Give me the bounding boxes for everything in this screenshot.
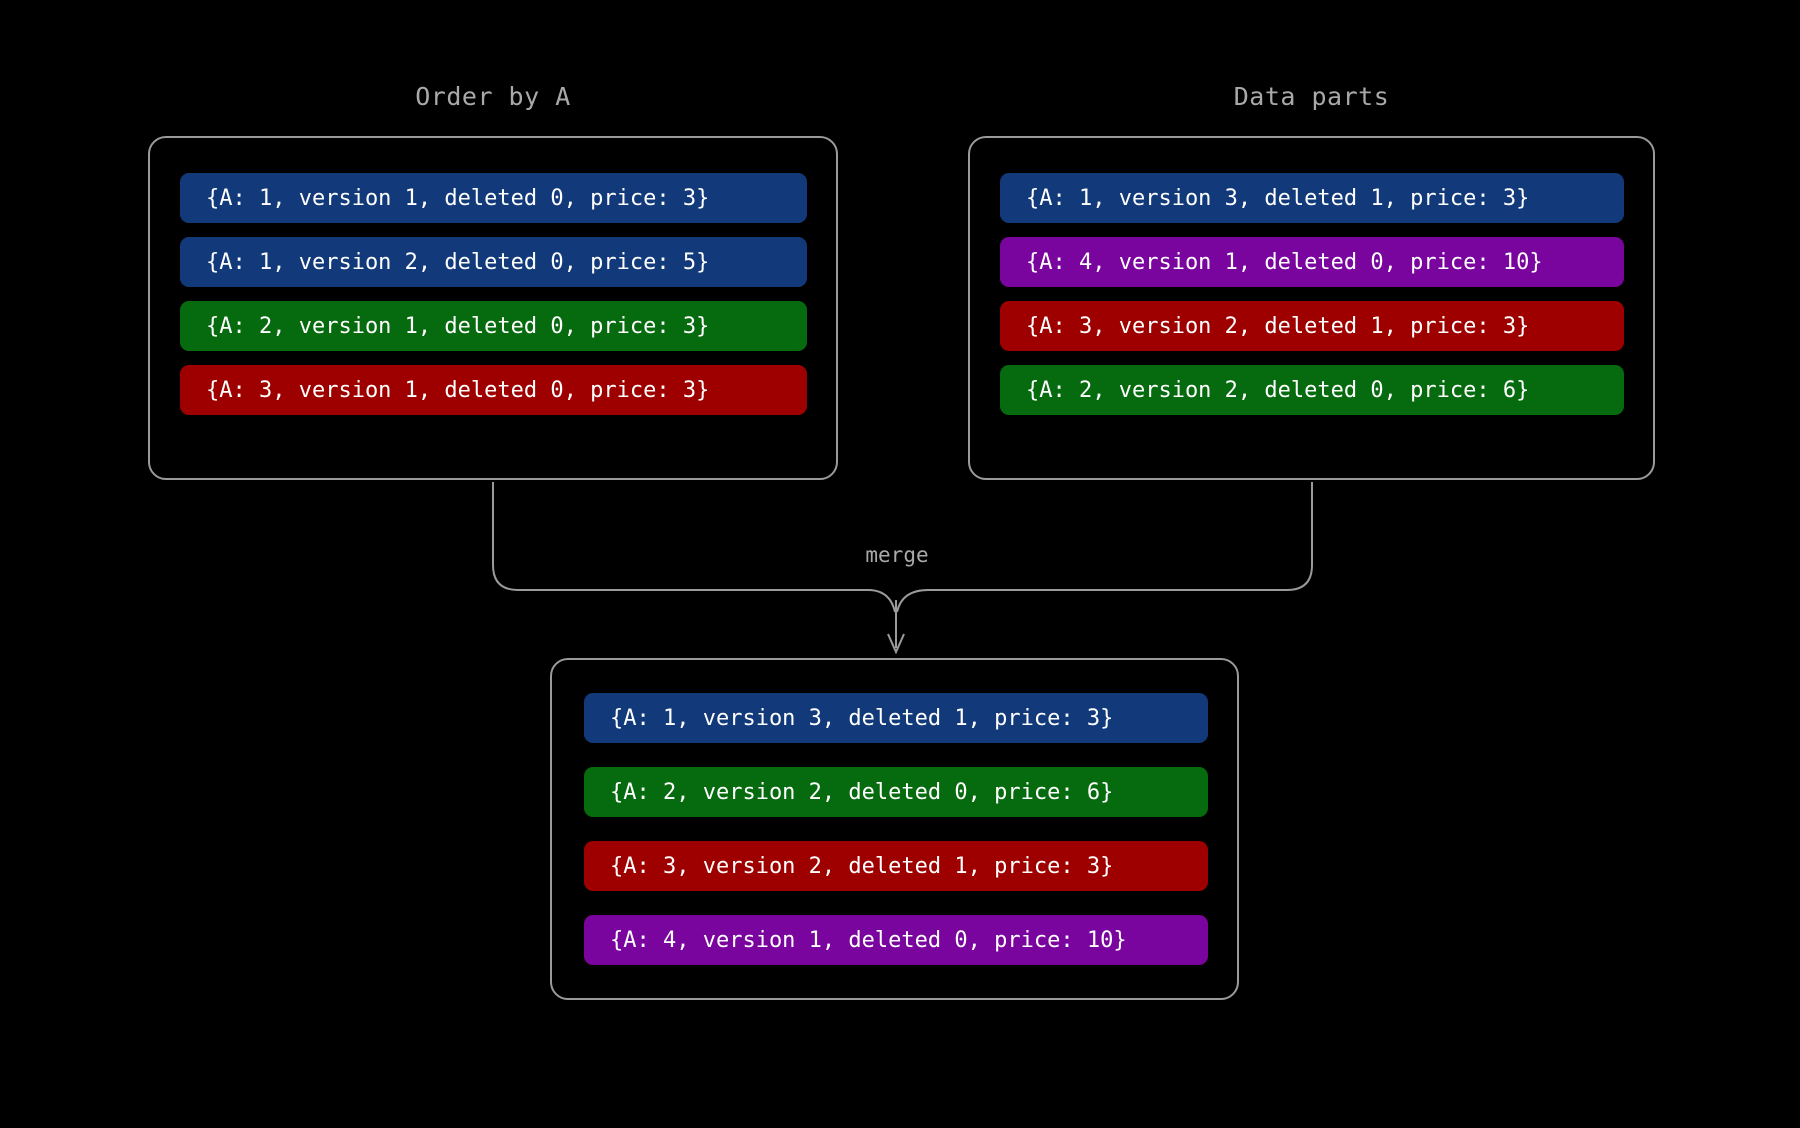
row-pill[interactable]: {A: 1, version 2, deleted 0, price: 5} [180, 237, 807, 287]
panel-title-order-by-a: Order by A [415, 82, 571, 111]
row-label: {A: 3, version 2, deleted 1, price: 3} [610, 853, 1114, 879]
row-pill[interactable]: {A: 1, version 3, deleted 1, price: 3} [584, 693, 1208, 743]
row-label: {A: 1, version 1, deleted 0, price: 3} [206, 185, 710, 211]
row-pill[interactable]: {A: 3, version 2, deleted 1, price: 3} [584, 841, 1208, 891]
row-pill[interactable]: {A: 4, version 1, deleted 0, price: 10} [1000, 237, 1624, 287]
panel-data-parts: {A: 1, version 3, deleted 1, price: 3} {… [968, 136, 1655, 480]
row-label: {A: 4, version 1, deleted 0, price: 10} [1026, 249, 1543, 275]
panel-merged-result: {A: 1, version 3, deleted 1, price: 3} {… [550, 658, 1239, 1000]
row-label: {A: 1, version 3, deleted 1, price: 3} [610, 705, 1114, 731]
row-pill[interactable]: {A: 3, version 2, deleted 1, price: 3} [1000, 301, 1624, 351]
row-label: {A: 2, version 2, deleted 0, price: 6} [610, 779, 1114, 805]
row-pill[interactable]: {A: 1, version 3, deleted 1, price: 3} [1000, 173, 1624, 223]
row-label: {A: 1, version 2, deleted 0, price: 5} [206, 249, 710, 275]
panel-title-data-parts: Data parts [1233, 82, 1390, 111]
row-pill[interactable]: {A: 2, version 2, deleted 0, price: 6} [1000, 365, 1624, 415]
row-pill[interactable]: {A: 3, version 1, deleted 0, price: 3} [180, 365, 807, 415]
row-pill[interactable]: {A: 4, version 1, deleted 0, price: 10} [584, 915, 1208, 965]
row-pill[interactable]: {A: 1, version 1, deleted 0, price: 3} [180, 173, 807, 223]
row-label: {A: 1, version 3, deleted 1, price: 3} [1026, 185, 1530, 211]
row-label: {A: 2, version 2, deleted 0, price: 6} [1026, 377, 1530, 403]
row-pill[interactable]: {A: 2, version 2, deleted 0, price: 6} [584, 767, 1208, 817]
merge-label: merge [865, 543, 929, 567]
panel-order-by-a: {A: 1, version 1, deleted 0, price: 3} {… [148, 136, 838, 480]
row-label: {A: 2, version 1, deleted 0, price: 3} [206, 313, 710, 339]
row-label: {A: 3, version 1, deleted 0, price: 3} [206, 377, 710, 403]
row-label: {A: 4, version 1, deleted 0, price: 10} [610, 927, 1127, 953]
row-label: {A: 3, version 2, deleted 1, price: 3} [1026, 313, 1530, 339]
row-pill[interactable]: {A: 2, version 1, deleted 0, price: 3} [180, 301, 807, 351]
